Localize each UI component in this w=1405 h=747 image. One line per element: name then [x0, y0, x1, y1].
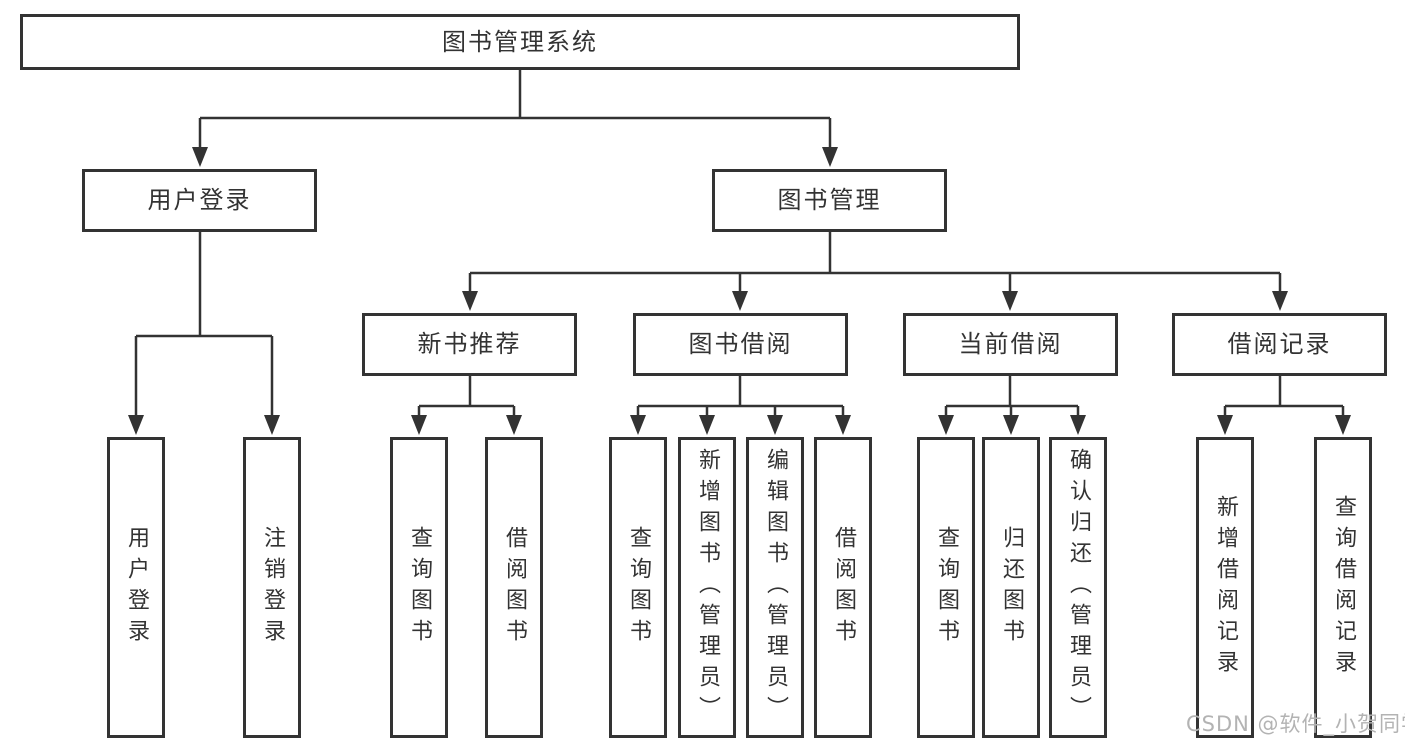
leaf-return-books: 归还图书 — [982, 437, 1040, 738]
node-book-management: 图书管理 — [712, 169, 947, 232]
node-library-system: 图书管理系统 — [20, 14, 1020, 70]
leaf-query-borrow-record: 查询借阅记录 — [1314, 437, 1372, 738]
leaf-query-books-borrow: 查询图书 — [609, 437, 667, 738]
watermark: CSDN @软件_小贺同学 — [1186, 712, 1405, 736]
leaf-borrow-books: 借阅图书 — [814, 437, 872, 738]
leaf-edit-books-admin: 编辑图书（管理员） — [746, 437, 804, 738]
node-current-borrowing: 当前借阅 — [903, 313, 1118, 376]
leaf-borrow-books-recommend: 借阅图书 — [485, 437, 543, 738]
node-borrowing-records: 借阅记录 — [1172, 313, 1387, 376]
node-new-book-recommendation: 新书推荐 — [362, 313, 577, 376]
node-book-borrowing: 图书借阅 — [633, 313, 848, 376]
leaf-user-login: 用户登录 — [107, 437, 165, 738]
leaf-add-books-admin: 新增图书（管理员） — [678, 437, 736, 738]
leaf-confirm-return-admin: 确认归还（管理员） — [1049, 437, 1107, 738]
leaf-query-books-current: 查询图书 — [917, 437, 975, 738]
leaf-query-books-recommend: 查询图书 — [390, 437, 448, 738]
node-user-login: 用户登录 — [82, 169, 317, 232]
leaf-add-borrow-record: 新增借阅记录 — [1196, 437, 1254, 738]
leaf-logout: 注销登录 — [243, 437, 301, 738]
